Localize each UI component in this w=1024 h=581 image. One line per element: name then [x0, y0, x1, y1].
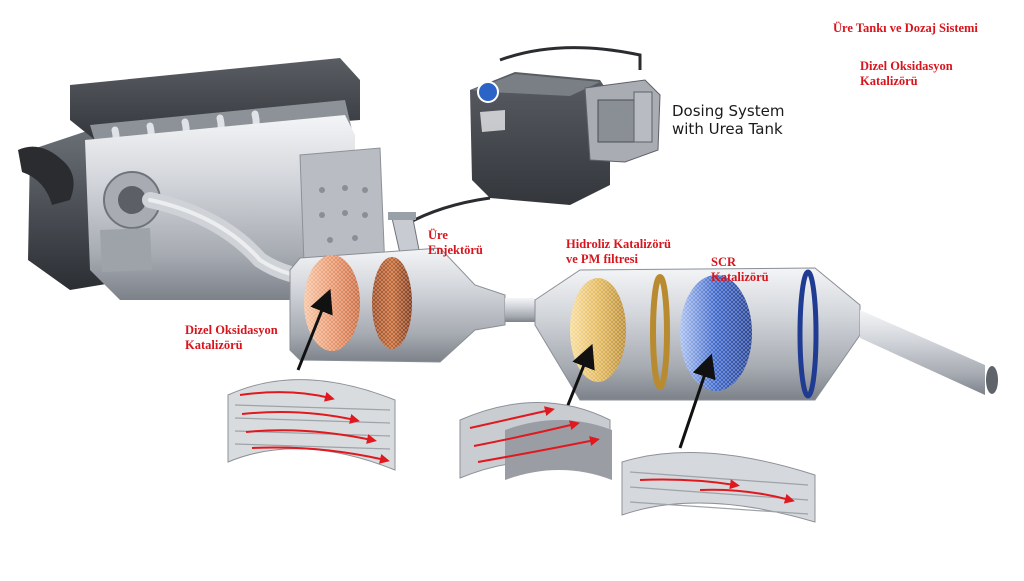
scr-canister: [534, 267, 998, 401]
hydrolysis-line2: ve PM filtresi: [566, 252, 638, 266]
urea-injector-label: Üre Enjektörü: [428, 228, 483, 258]
dosing-system-label: Dosing System with Urea Tank: [672, 102, 784, 138]
legend-doc-line2: Katalizörü: [860, 74, 918, 88]
hydrolysis-catalyst-label: Hidroliz Katalizörü ve PM filtresi: [566, 237, 671, 267]
doc-catalyst-label: Dizel Oksidasyon Katalizörü: [185, 323, 278, 353]
dosing-line1: Dosing System: [672, 102, 785, 120]
injector-line1: Üre: [428, 228, 448, 242]
doc-cutaway-detail: [227, 379, 396, 471]
doc-canister: [289, 247, 506, 363]
legend-doc-line1: Dizel Oksidasyon: [860, 59, 953, 73]
urea-tank: [404, 46, 661, 227]
doc-line1: Dizel Oksidasyon: [185, 323, 278, 337]
legend-urea-tank-label: Üre Tankı ve Dozaj Sistemi: [833, 21, 978, 35]
legend-doc-label: Dizel Oksidasyon Katalizörü: [860, 59, 953, 89]
scr-cutaway-detail: [621, 452, 816, 523]
hydrolysis-cutaway-detail: [459, 402, 612, 480]
dosing-line2: with Urea Tank: [672, 120, 783, 138]
hydrolysis-line1: Hidroliz Katalizörü: [566, 237, 671, 251]
link-pipe: [505, 298, 535, 322]
scr-line1: SCR: [711, 255, 737, 269]
scr-catalyst-label: SCR Katalizörü: [711, 255, 769, 285]
injector-line2: Enjektörü: [428, 243, 483, 257]
doc-line2: Katalizörü: [185, 338, 243, 352]
scr-line2: Katalizörü: [711, 270, 769, 284]
